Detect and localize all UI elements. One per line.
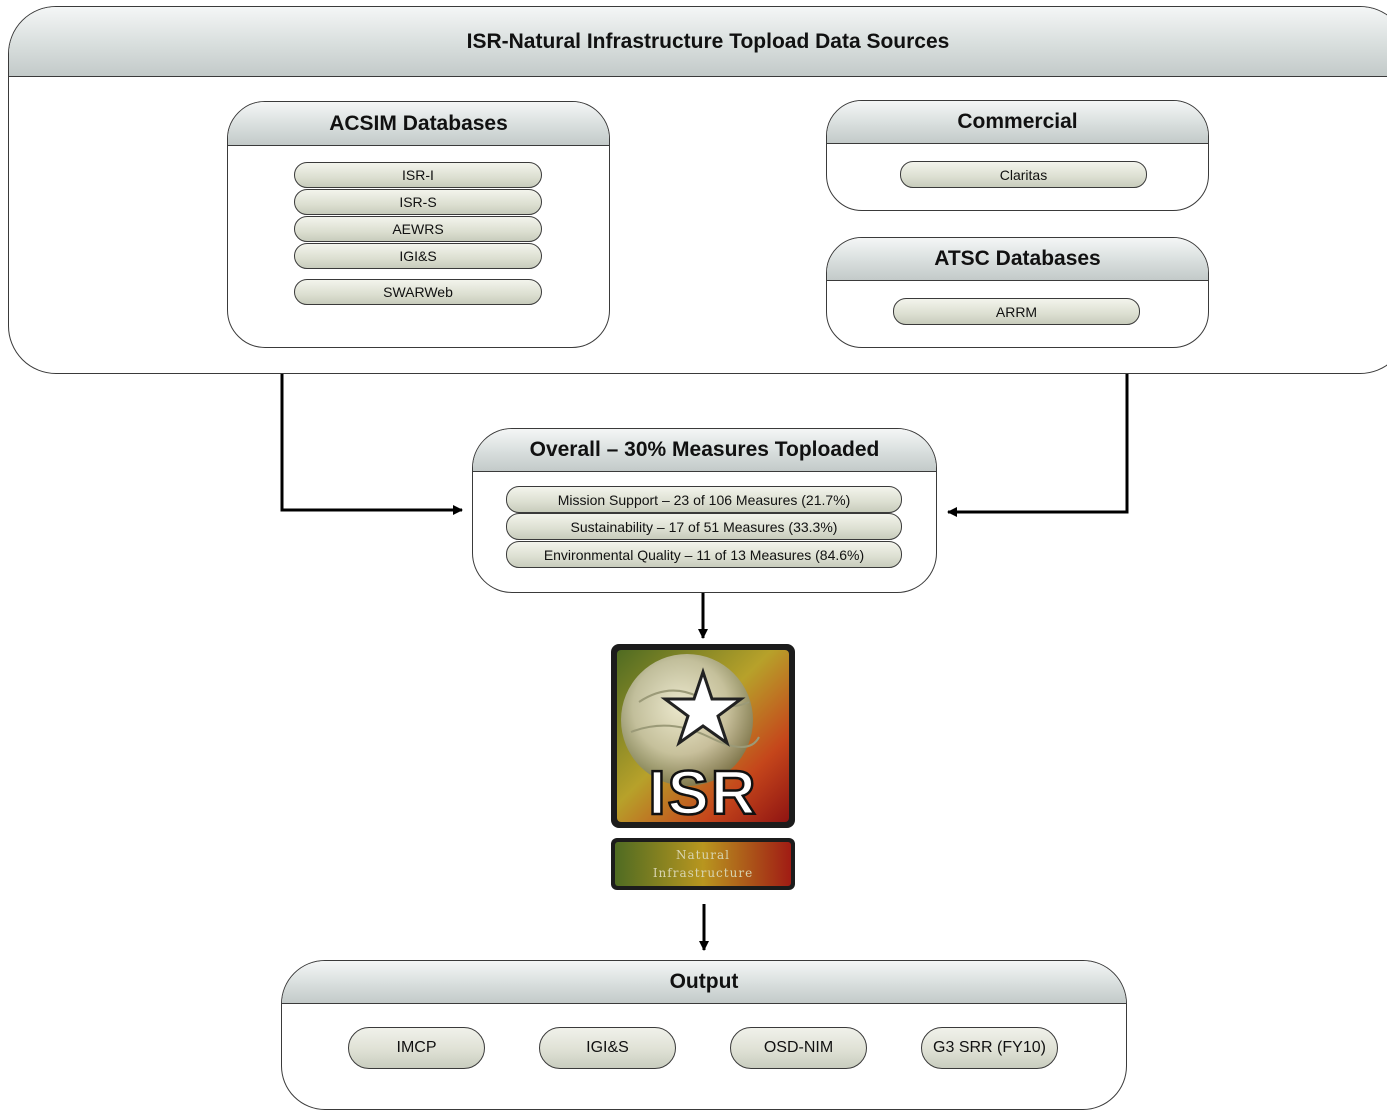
acsim-item-isr-s[interactable]: ISR-S bbox=[294, 189, 542, 215]
acsim-item-label: ISR-S bbox=[399, 194, 437, 210]
overall-item-label: Sustainability – 17 of 51 Measures (33.3… bbox=[570, 518, 838, 535]
isr-logo: ISR Natural Infrastructure bbox=[609, 642, 797, 892]
output-item-g3-srr[interactable]: G3 SRR (FY10) bbox=[921, 1027, 1058, 1069]
acsim-title: ACSIM Databases bbox=[329, 111, 508, 135]
arrow-left-to-overall bbox=[280, 373, 463, 515]
acsim-item-aewrs[interactable]: AEWRS bbox=[294, 216, 542, 242]
logo-main-text: ISR bbox=[648, 759, 757, 828]
overall-item-label: Mission Support – 23 of 106 Measures (21… bbox=[557, 491, 851, 508]
output-item-igis[interactable]: IGI&S bbox=[539, 1027, 676, 1069]
acsim-item-label: ISR-I bbox=[402, 167, 434, 183]
acsim-item-igis[interactable]: IGI&S bbox=[294, 243, 542, 269]
overall-header: Overall – 30% Measures Toploaded bbox=[473, 429, 936, 472]
acsim-item-label: IGI&S bbox=[399, 248, 437, 264]
output-header: Output bbox=[282, 961, 1126, 1004]
commercial-item-label: Claritas bbox=[999, 166, 1048, 183]
overall-item-label: Environmental Quality – 11 of 13 Measure… bbox=[543, 546, 865, 563]
star-icon bbox=[660, 667, 746, 747]
logo-sub-text-2: Infrastructure bbox=[653, 866, 753, 880]
output-item-label: OSD-NIM bbox=[763, 1039, 834, 1056]
commercial-title: Commercial bbox=[957, 110, 1078, 133]
overall-item-mission-support[interactable]: Mission Support – 23 of 106 Measures (21… bbox=[506, 486, 902, 513]
commercial-item-claritas[interactable]: Claritas bbox=[900, 161, 1147, 188]
acsim-item-label: SWARWeb bbox=[383, 284, 453, 300]
top-panel-title: ISR-Natural Infrastructure Topload Data … bbox=[466, 29, 950, 53]
output-item-imcp[interactable]: IMCP bbox=[348, 1027, 485, 1069]
acsim-item-label: AEWRS bbox=[392, 221, 444, 237]
acsim-header: ACSIM Databases bbox=[228, 102, 609, 146]
acsim-item-swarweb[interactable]: SWARWeb bbox=[294, 279, 542, 305]
logo-sub-text-1: Natural bbox=[676, 848, 730, 862]
overall-item-sustainability[interactable]: Sustainability – 17 of 51 Measures (33.3… bbox=[506, 513, 902, 540]
output-item-label: IGI&S bbox=[586, 1039, 629, 1056]
output-title: Output bbox=[669, 970, 739, 993]
atsc-item-label: ARRM bbox=[995, 303, 1038, 320]
overall-title: Overall – 30% Measures Toploaded bbox=[529, 438, 880, 461]
top-panel-header: ISR-Natural Infrastructure Topload Data … bbox=[9, 7, 1387, 77]
overall-item-environmental-quality[interactable]: Environmental Quality – 11 of 13 Measure… bbox=[506, 541, 902, 568]
isr-logo-graphic: ISR Natural Infrastructure bbox=[611, 644, 795, 890]
atsc-item-arrm[interactable]: ARRM bbox=[893, 298, 1140, 325]
commercial-header: Commercial bbox=[827, 101, 1208, 144]
output-item-label: G3 SRR (FY10) bbox=[933, 1039, 1046, 1056]
arrow-right-to-overall bbox=[947, 373, 1129, 517]
atsc-title: ATSC Databases bbox=[934, 247, 1101, 270]
output-item-osd-nim[interactable]: OSD-NIM bbox=[730, 1027, 867, 1069]
atsc-databases-panel: ATSC Databases bbox=[826, 237, 1209, 348]
atsc-header: ATSC Databases bbox=[827, 238, 1208, 281]
acsim-item-isr-i[interactable]: ISR-I bbox=[294, 162, 542, 188]
output-item-label: IMCP bbox=[396, 1039, 437, 1056]
commercial-panel: Commercial bbox=[826, 100, 1209, 211]
